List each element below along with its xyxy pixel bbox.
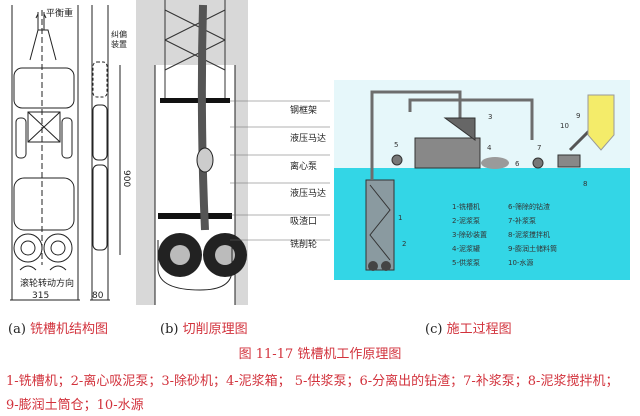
process-number-3: 3 xyxy=(488,113,492,121)
caption-a-prefix: (a) xyxy=(8,322,26,337)
process-number-6: 6 xyxy=(515,160,520,168)
steel-frame-label: 钢框架 xyxy=(290,104,317,116)
centrifugal-pump-label: 离心泵 xyxy=(290,160,317,172)
panel-b-cutting-drawing xyxy=(136,0,330,305)
legend-line-1: 1-铣槽机；2-离心吸泥泵；3-除砂机；4-泥浆箱； 5-供浆泵；6-分离出的钻… xyxy=(6,374,619,389)
process-legend-item: 1-铣槽机 xyxy=(452,202,480,211)
caption-b-prefix: (b) xyxy=(160,322,179,337)
correction-device-label: 纠偏装置 xyxy=(111,30,129,50)
milling-wheel-label: 铣削轮 xyxy=(290,238,317,250)
process-number-9: 9 xyxy=(576,112,580,120)
side-dimension: 80 xyxy=(92,291,104,301)
caption-b-text: 切削原理图 xyxy=(182,322,248,337)
process-number-7: 7 xyxy=(537,144,541,152)
height-dimension: 900 xyxy=(121,170,131,187)
process-legend-item: 3-除砂装置 xyxy=(452,230,487,239)
process-legend-item: 5-供浆泵 xyxy=(452,258,480,267)
legend-line-2: 9-膨润土筒仓；10-水源 xyxy=(6,398,144,413)
figure-title: 图 11-17 铣槽机工作原理图 xyxy=(238,347,402,362)
caption-a-text: 铣槽机结构图 xyxy=(30,322,109,337)
process-number-4: 4 xyxy=(487,144,492,152)
process-number-8: 8 xyxy=(583,180,587,188)
process-legend: 1-铣槽机 2-泥浆泵 3-除砂装置 4-泥浆罐 5-供浆泵 6-筛除的钻渣 7… xyxy=(452,202,557,267)
caption-a: (a) 铣槽机结构图 xyxy=(8,318,108,337)
process-legend-item: 10-水源 xyxy=(508,258,533,267)
width-dimension: 315 xyxy=(32,291,49,301)
process-number-10: 10 xyxy=(560,122,569,130)
process-legend-item: 4-泥浆罐 xyxy=(452,244,480,253)
panel-c-process-drawing xyxy=(334,80,630,280)
process-legend-item: 2-泥浆泵 xyxy=(452,216,480,225)
process-legend-item: 6-筛除的钻渣 xyxy=(508,202,550,211)
caption-c-prefix: (c) xyxy=(425,322,443,337)
panel-a-structure-drawing xyxy=(10,5,121,301)
process-number-1: 1 xyxy=(398,214,402,222)
hydraulic-motor-label-2: 液压马达 xyxy=(290,187,326,199)
hydraulic-motor-label-1: 液压马达 xyxy=(290,132,326,144)
suction-port-label: 吸渣口 xyxy=(290,215,317,227)
counterweight-label: 平衡重 xyxy=(46,7,73,19)
process-legend-item: 8-泥浆搅拌机 xyxy=(508,230,550,239)
rotation-direction-label: 滚轮转动方向 xyxy=(20,277,74,289)
process-legend-item: 7-补浆泵 xyxy=(508,216,536,225)
caption-b: (b) 切削原理图 xyxy=(160,318,248,337)
caption-c: (c) 施工过程图 xyxy=(425,318,512,337)
process-legend-item: 9-膨润土储料筒 xyxy=(508,244,557,253)
process-number-5: 5 xyxy=(394,141,398,149)
process-number-2: 2 xyxy=(402,240,406,248)
caption-c-text: 施工过程图 xyxy=(446,322,512,337)
